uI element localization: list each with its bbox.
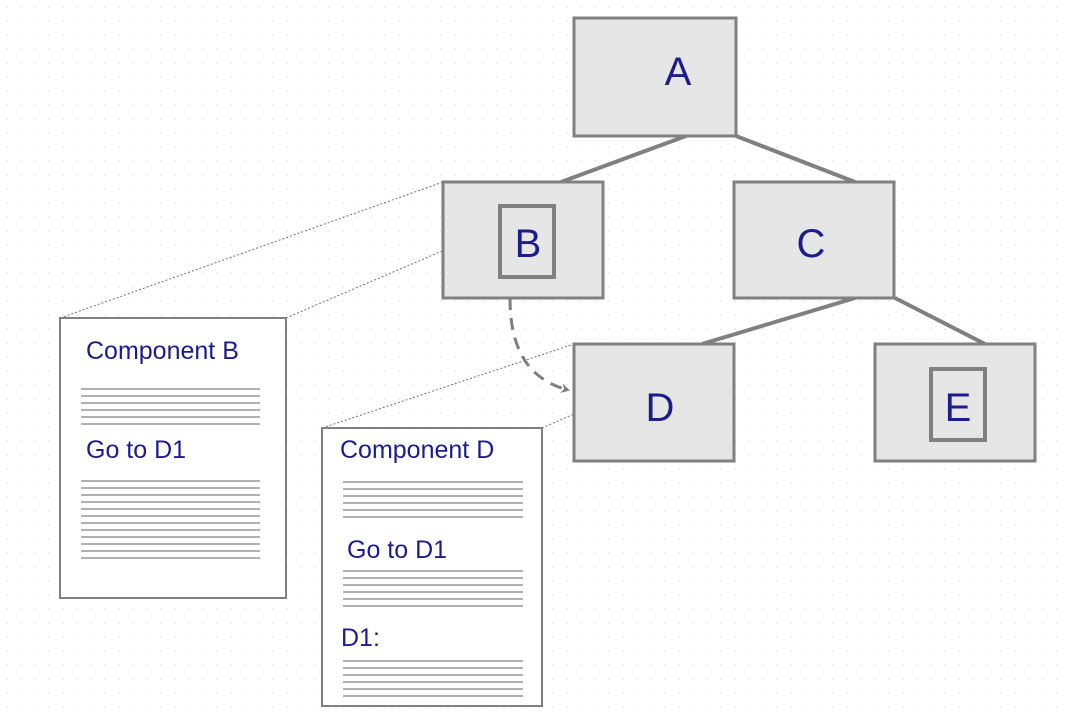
node-c-label: C	[797, 222, 826, 266]
edge-c-d	[701, 296, 856, 346]
jump-arrow-b-to-d	[508, 297, 570, 394]
edge-a-b	[560, 134, 687, 184]
component-d-document: Component D Go to D1 D1:	[321, 427, 543, 707]
node-e-label: E	[945, 386, 972, 430]
edge-a-c	[735, 134, 856, 184]
component-d-title: Component D	[340, 436, 494, 464]
node-b-highlight	[498, 204, 556, 279]
node-e-highlight	[929, 367, 987, 442]
node-b: B	[441, 180, 605, 300]
component-b-goto: Go to D1	[86, 436, 186, 464]
component-b-text-lines-2	[81, 480, 260, 559]
node-a-label: A	[665, 50, 692, 94]
component-b-title: Component B	[86, 337, 239, 365]
component-d-text-lines-1	[343, 481, 523, 518]
node-d-label: D	[646, 386, 675, 430]
component-d-text-lines-3	[343, 660, 523, 697]
component-b-text-lines-1	[81, 388, 260, 425]
node-b-label: B	[515, 222, 542, 266]
component-d-label: D1:	[341, 624, 380, 652]
zoom-line-d-top	[321, 343, 575, 429]
node-d: D	[572, 342, 736, 463]
node-c: C	[732, 180, 896, 300]
node-e: E	[873, 342, 1037, 463]
component-d-text-lines-2	[343, 570, 523, 607]
component-d-goto: Go to D1	[347, 536, 447, 564]
component-b-document: Component B Go to D1	[59, 317, 287, 599]
edge-c-e	[894, 296, 986, 346]
zoom-line-b-top	[59, 181, 444, 319]
node-a: A	[572, 16, 738, 138]
